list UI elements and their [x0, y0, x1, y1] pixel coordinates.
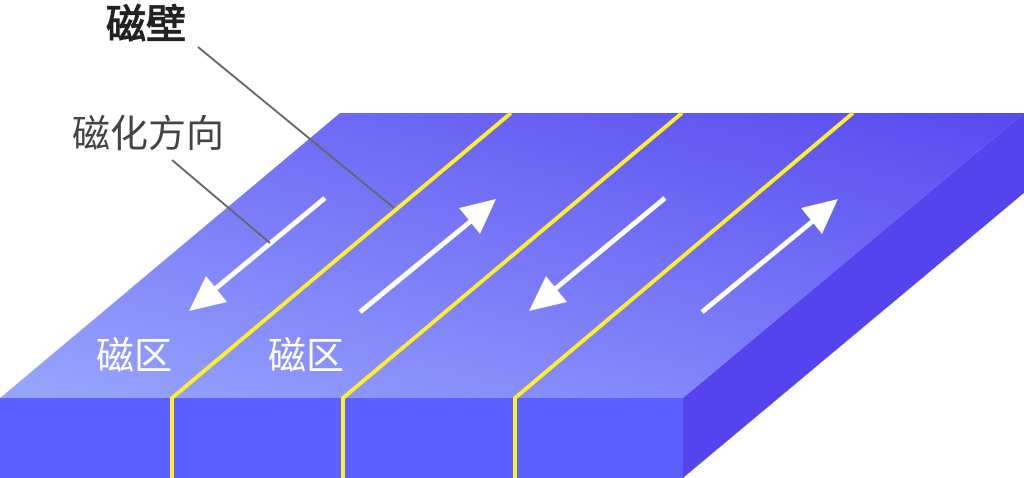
domain-wall-1	[170, 111, 513, 478]
slab-side-face	[683, 113, 1024, 478]
domain-wall-2	[341, 111, 684, 478]
magnetization-direction-label: 磁化方向	[72, 112, 224, 156]
domain-wall-leader-line	[197, 46, 395, 209]
magnetization-arrows	[189, 196, 838, 314]
domain-wall-3	[513, 111, 855, 478]
domain-wall-label: 磁壁	[106, 2, 186, 48]
domain-walls	[170, 111, 855, 478]
magnetization-arrow-2	[358, 199, 496, 314]
magnetization-arrow-1	[189, 196, 327, 311]
magnetic-domain-label-2: 磁区	[268, 334, 344, 378]
magnetization-arrow-4	[700, 199, 838, 314]
magnetic-domain-label-1: 磁区	[96, 334, 172, 378]
magnetization-leader-line	[171, 159, 271, 244]
magnetization-arrow-3	[529, 196, 667, 311]
